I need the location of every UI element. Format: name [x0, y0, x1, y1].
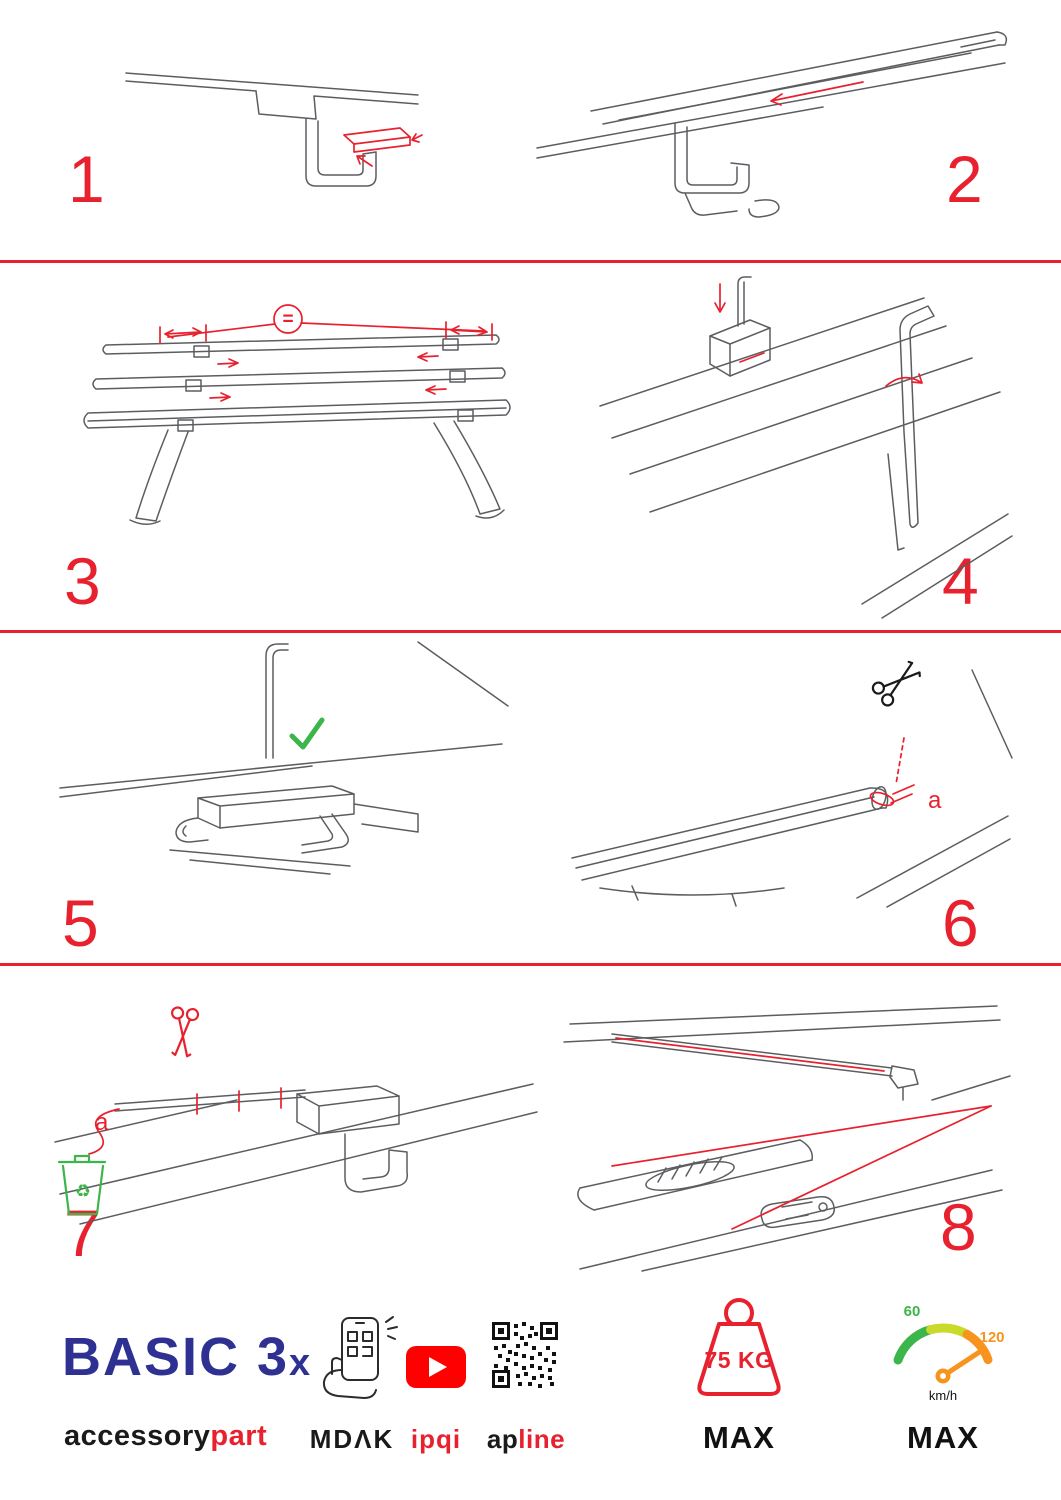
youtube-icon: [406, 1346, 466, 1388]
section-divider-3: [0, 963, 1061, 966]
speed-low-value: 60: [904, 1303, 921, 1320]
partner-mdak-label: MDΛK: [309, 1424, 395, 1454]
equal-spacing-symbol: =: [282, 309, 293, 330]
insert-pad-highlight: [343, 127, 423, 167]
step-2-number: 2: [946, 142, 984, 216]
tighten-arrows: [714, 283, 923, 387]
speed-limit-icon: 60 120 km/h: [893, 1303, 1005, 1403]
step-3-illustration: =: [83, 304, 511, 525]
check-icon: [289, 717, 325, 750]
step-7-illustration: a ♻: [54, 1006, 538, 1225]
slide-direction-arrow: [770, 81, 864, 106]
speed-max-label: MAX: [907, 1420, 979, 1455]
youtube-play-icon: [429, 1357, 447, 1377]
step-2-illustration: [536, 31, 1008, 218]
weight-limit-icon: 75 KG: [697, 1298, 781, 1396]
step-4-number: 4: [942, 544, 980, 618]
qr-code-icon: [492, 1322, 558, 1388]
scissors-icon: [871, 660, 921, 707]
step-1-number: 1: [68, 142, 106, 216]
strip-cut-highlight: [869, 737, 915, 807]
section-divider-2: [0, 630, 1061, 633]
recycle-icon: ♻: [75, 1181, 91, 1202]
alignment-lines: [611, 1037, 992, 1230]
weight-limit-value: 75 KG: [705, 1347, 774, 1373]
step-3-number: 3: [64, 544, 102, 618]
section-divider-1: [0, 260, 1061, 263]
speedometer-needle: [940, 1348, 984, 1379]
phone-scan-icon: [322, 1316, 398, 1399]
step-4-illustration: [599, 276, 1013, 619]
brand-subtitle: accessorypart: [64, 1420, 268, 1452]
brand-logo: BASIC 3x: [62, 1330, 312, 1384]
partner-apline-label: apline: [486, 1424, 566, 1454]
cut-label-a: a: [95, 1109, 109, 1136]
step-6-illustration: a: [571, 660, 1013, 908]
speed-unit: km/h: [929, 1388, 957, 1403]
step-5-illustration: [59, 641, 509, 875]
equal-spacing-dimensions: [159, 304, 493, 402]
step-5-number: 5: [62, 886, 100, 960]
step-8-number: 8: [940, 1190, 978, 1264]
brand-suffix-text: x: [289, 1342, 313, 1384]
step-1-illustration: [125, 72, 423, 187]
partner-ipqi-label: ipqi: [410, 1424, 462, 1454]
brand-name-text: BASIC 3: [62, 1327, 290, 1387]
step-7-number: 7: [64, 1196, 102, 1270]
cut-label-a: a: [928, 787, 942, 814]
step-6-number: 6: [942, 886, 980, 960]
trash-bin-icon: [57, 1154, 107, 1216]
weight-max-label: MAX: [703, 1420, 775, 1455]
cut-marks: [88, 1087, 282, 1155]
step-8-illustration: [563, 1005, 1011, 1272]
scissors-icon: [170, 1006, 200, 1058]
speed-high-value: 120: [979, 1329, 1004, 1346]
